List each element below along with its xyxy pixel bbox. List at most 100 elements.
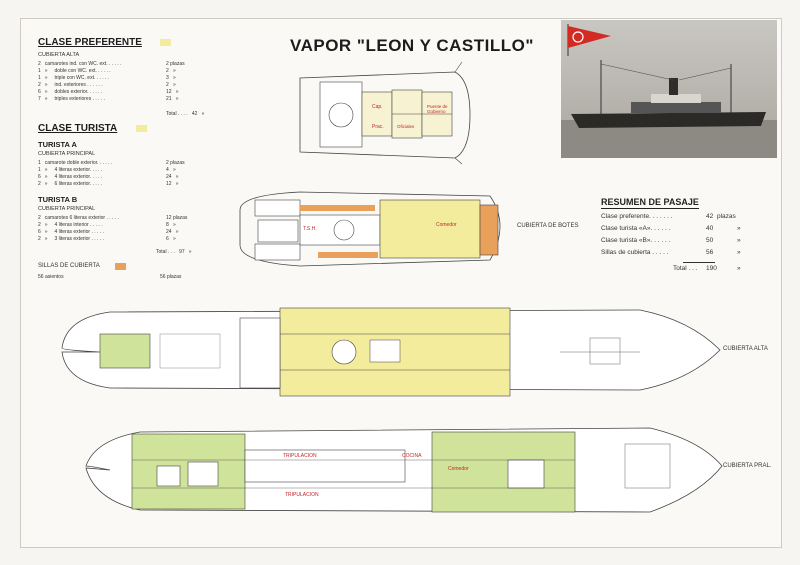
- cubierta-botes-label: CUBIERTA DE BOTES: [517, 223, 579, 229]
- legend-qty: 2: [38, 222, 41, 228]
- legend-qty: 2: [38, 181, 41, 187]
- sillas-left: 56 asientos: [38, 274, 64, 280]
- legend-count: 3 »: [166, 75, 176, 81]
- legend-desc: » 4 literas interior . . . . .: [44, 222, 103, 228]
- legend-qty: 1: [38, 167, 41, 173]
- legend-count: 12 »: [166, 89, 179, 95]
- company-pennant-icon: [567, 24, 611, 56]
- legend-desc: » 4 literas exterior. . . . .: [44, 174, 103, 180]
- resumen-label: Clase preferente. . . . . . .: [601, 213, 673, 220]
- legend-count: 21 »: [166, 96, 179, 102]
- boat-deck-plan: [239, 191, 501, 267]
- resumen-label: Clase turista «A». . . . . .: [601, 225, 671, 232]
- resumen-number: 50: [706, 237, 714, 244]
- legend-desc: » 3 literas exterior . . . . .: [44, 236, 104, 242]
- resumen-unit: »: [737, 225, 741, 232]
- legend-desc: » 4 literas exterior. . . . .: [44, 167, 103, 173]
- legend-desc: » ind. exteriores . . . . . .: [44, 82, 103, 88]
- sillas-color-swatch: [115, 263, 126, 270]
- resumen-label: Clase turista «B». . . . . .: [601, 237, 671, 244]
- resumen-row: Clase turista «B». . . . . . 50 »: [601, 237, 741, 244]
- turista-a-heading: TURISTA A: [38, 140, 77, 149]
- resumen-label: Sillas de cubierta . . . . .: [601, 249, 669, 256]
- legend-desc: » doble con WC. ext. . . . . .: [44, 68, 111, 74]
- comedor-boat-label: Comedor: [436, 222, 457, 228]
- cap-label: Cap.: [372, 104, 383, 110]
- resumen-unit: »: [737, 237, 741, 244]
- legend-row: 2» 3 literas exterior . . . . . 6 »: [38, 236, 176, 242]
- turista-a-deck-label: CUBIERTA PRINCIPAL: [38, 151, 96, 157]
- comedor-main-label: Comedor: [448, 466, 469, 472]
- legend-count: 24 »: [166, 229, 179, 235]
- legend-qty: 7: [38, 96, 41, 102]
- cocina-label: COCINA: [402, 453, 422, 459]
- resumen-unit: »: [737, 249, 741, 256]
- legend-count: 2 »: [166, 82, 176, 88]
- resumen-row: Clase turista «A». . . . . .40»: [601, 225, 741, 232]
- legend-qty: 2: [38, 236, 41, 242]
- prac-label: Prac.: [372, 124, 384, 130]
- tripulacion-label-2: TRIPULACION: [285, 492, 319, 498]
- legend-row: 2» 4 literas interior . . . . .8 »: [38, 222, 176, 228]
- legend-qty: 1: [38, 68, 41, 74]
- legend-desc: » 4 literas exterior . . . . .: [44, 229, 104, 235]
- legend-desc: camarotes ind. con WC. ext. . . . . .: [44, 61, 122, 67]
- legend-qty: 1: [38, 75, 41, 81]
- upper-deck-plan: [61, 307, 721, 397]
- puente-label: Puente de Gobierno: [427, 104, 448, 114]
- cubierta-pral-label: CUBIERTA PRAL.: [723, 463, 772, 469]
- legend-count: 12 »: [166, 181, 179, 187]
- legend-qty: 6: [38, 174, 41, 180]
- legend-row: 6» 4 literas exterior . . . . . 24 »: [38, 229, 179, 235]
- legend-desc: » dobles exterior. . . . . .: [44, 89, 103, 95]
- clase-turista-heading: CLASE TURISTA: [38, 123, 118, 134]
- legend-row: 6» 4 literas exterior. . . . . 24 »: [38, 174, 179, 180]
- tripulacion-label-1: TRIPULACION: [283, 453, 317, 459]
- legend-count: 24 »: [166, 174, 179, 180]
- legend-qty: 6: [38, 89, 41, 95]
- legend-count: 6 »: [166, 236, 176, 242]
- clase-preferente-heading: CLASE PREFERENTE: [38, 37, 142, 48]
- legend-desc: » triple con WC. ext. . . . . .: [44, 75, 110, 81]
- legend-row: 2» 6 literas exterior. . . . . 12 »: [38, 181, 179, 187]
- turista-b-heading: TURISTA B: [38, 195, 78, 204]
- resumen-unit: plazas: [717, 213, 736, 220]
- legend-qty: 6: [38, 229, 41, 235]
- legend-count: 12 plazas: [166, 215, 188, 221]
- resumen-number: 42: [706, 213, 714, 220]
- legend-row: 2» ind. exteriores . . . . . . 2 »: [38, 82, 176, 88]
- resumen-total-rule: [683, 262, 715, 263]
- legend-desc: » triples exteriores . . . . .: [44, 96, 106, 102]
- tsh-label: T.S.H.: [303, 226, 317, 232]
- legend-desc: » 6 literas exterior. . . . .: [44, 181, 103, 187]
- legend-row: 6» dobles exterior. . . . . . 12 »: [38, 89, 179, 95]
- legend-qty: 2: [38, 82, 41, 88]
- resumen-heading: RESUMEN DE PASAJE: [601, 197, 699, 209]
- legend-count: 2 plazas: [166, 160, 185, 166]
- main-deck-plan: [85, 427, 723, 513]
- legend-qty: 2: [38, 215, 41, 221]
- cubierta-alta-label: CUBIERTA ALTA: [723, 346, 768, 352]
- preferente-deck-label: CUBIERTA ALTA: [38, 52, 80, 58]
- turista-color-swatch: [136, 125, 147, 132]
- legend-row: 1» doble con WC. ext. . . . . .2 »: [38, 68, 176, 74]
- ship-photo: [561, 20, 777, 158]
- legend-row: 7» triples exteriores . . . . . 21 »: [38, 96, 179, 102]
- sillas-heading: SILLAS DE CUBIERTA: [38, 263, 100, 269]
- legend-desc: camarotes 6 literas exterior . . . . .: [44, 215, 119, 221]
- legend-qty: 1: [38, 160, 41, 166]
- page-title: VAPOR "LEON Y CASTILLO": [290, 36, 534, 55]
- turista-b-deck-label: CUBIERTA PRINCIPAL: [38, 206, 96, 212]
- legend-desc: camarote doble exterior. . . . . .: [44, 160, 113, 166]
- preferente-color-swatch: [160, 39, 171, 46]
- legend-row: 1» triple con WC. ext. . . . . . 3 »: [38, 75, 176, 81]
- resumen-row: Sillas de cubierta . . . . .56»: [601, 249, 741, 256]
- oficiales-label: Oficiales: [397, 124, 415, 129]
- bridge-deck-plan: [299, 61, 471, 165]
